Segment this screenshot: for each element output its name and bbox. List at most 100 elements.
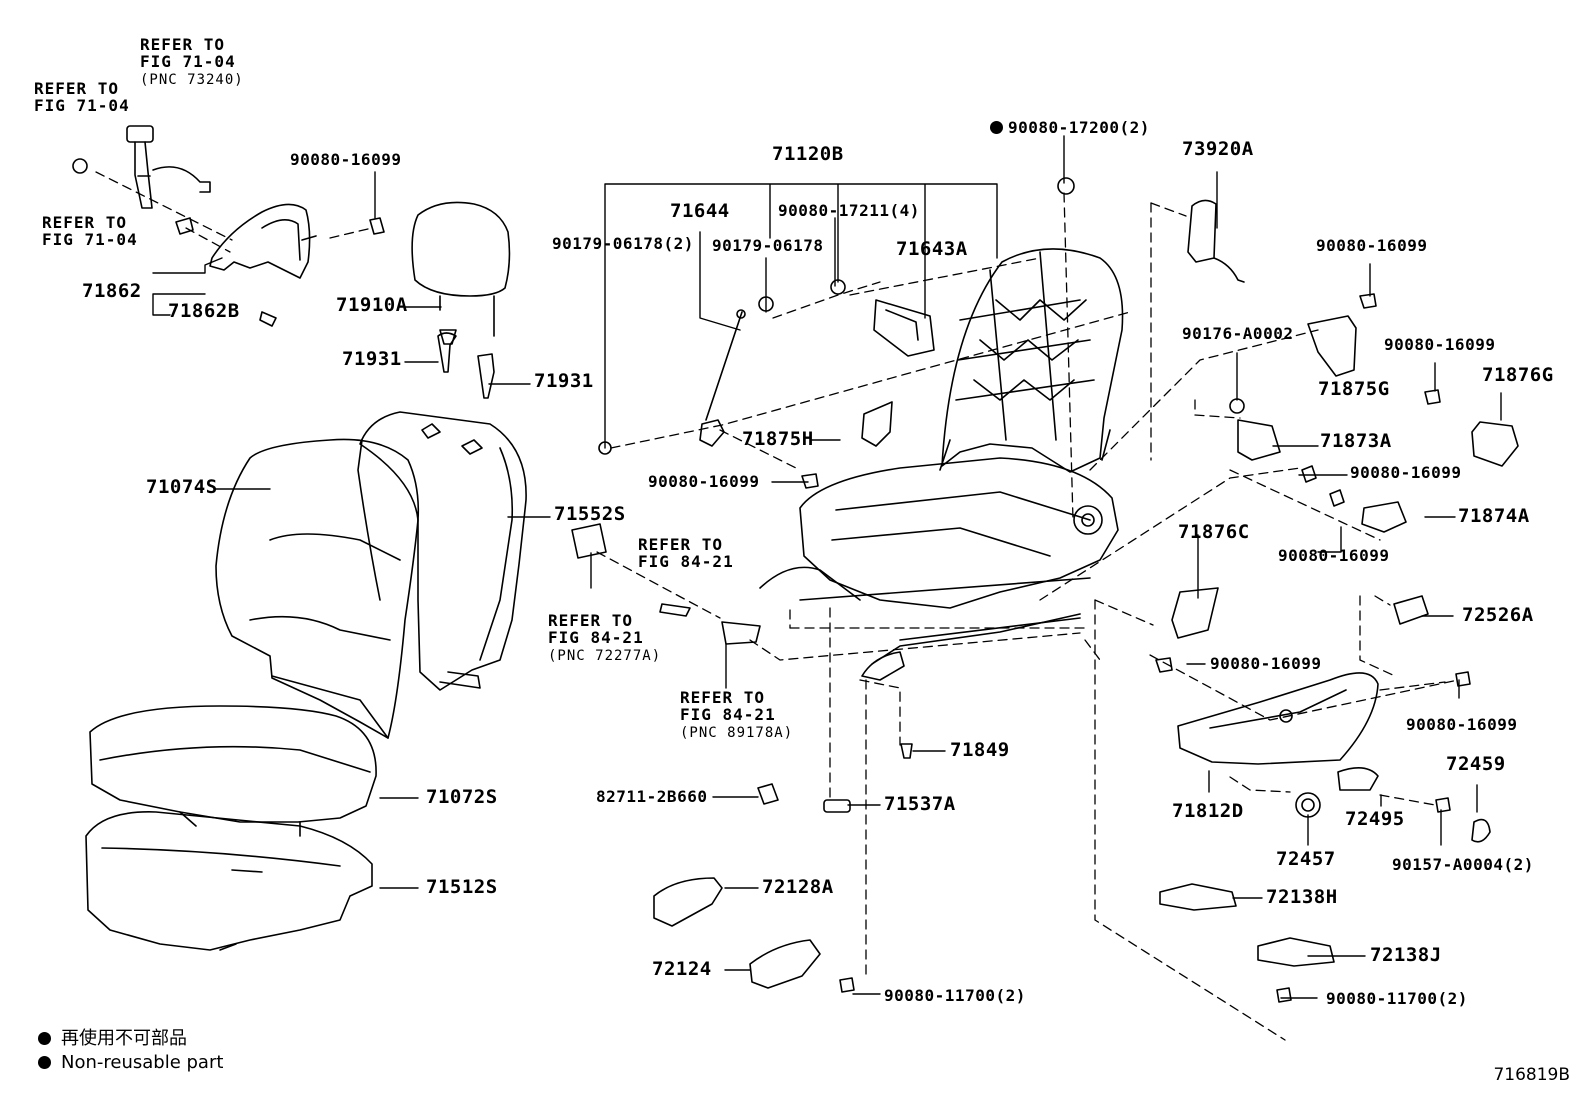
part-label: 72128A	[762, 876, 834, 898]
part-label: 71072S	[426, 786, 498, 808]
figure-code: 716819B	[1493, 1065, 1570, 1085]
part-label: 90080-11700(2)	[884, 986, 1026, 1005]
airbag-part	[1187, 199, 1245, 283]
headrest-part	[411, 201, 511, 399]
cushion-cover-part	[89, 705, 377, 837]
part-label: 90080-11700(2)	[1326, 989, 1468, 1008]
part-label: 72495	[1345, 808, 1405, 830]
part-label: 72138J	[1370, 944, 1442, 966]
ref-line2: FIG 71-04	[140, 52, 236, 71]
cover-72128A	[653, 877, 723, 927]
knob-72457	[1295, 792, 1321, 818]
ref-84-21-top: REFER TO FIG 84-21	[638, 536, 734, 570]
ref-71-04-pnc-73240: REFER TO FIG 71-04 (PNC 73240)	[140, 36, 244, 89]
part-label: 71910A	[336, 294, 408, 316]
part-label: 73920A	[1182, 138, 1254, 160]
part-label: 71875H	[742, 428, 814, 450]
clip-82711-2B660	[757, 783, 779, 805]
knob-72526A	[1393, 595, 1429, 625]
part-label: 90080-16099	[1316, 236, 1428, 255]
part-label-nonreusable: 90080-17200(2)	[990, 120, 1150, 136]
part-label: 71862B	[168, 300, 240, 322]
ref-pnc: (PNC 72277A)	[548, 648, 662, 664]
part-label: 71873A	[1320, 430, 1392, 452]
seatback-cover-part	[215, 438, 420, 739]
seat-frame-part	[759, 248, 1124, 681]
part-label: 71874A	[1458, 505, 1530, 527]
cushion-pad-part	[85, 811, 373, 951]
part-label: 71862	[82, 280, 142, 302]
part-label: 71643A	[896, 238, 968, 260]
part-label: 71931	[534, 370, 594, 392]
part-label: 72526A	[1462, 604, 1534, 626]
dashed-lines	[95, 171, 1459, 1041]
buckle-part	[72, 125, 211, 235]
legend-nonreusable-en: Non-reusable part	[38, 1052, 223, 1073]
ref-84-21-pnc-72277A: REFER TO FIG 84-21 (PNC 72277A)	[548, 612, 661, 665]
bracket-refer-84-21	[571, 523, 761, 645]
legend-text: Non-reusable part	[61, 1052, 224, 1073]
bracket-71876C	[1171, 587, 1219, 639]
part-label: 82711-2B660	[596, 787, 708, 806]
cap-72459	[1471, 818, 1491, 843]
part-label: 71876C	[1178, 521, 1250, 543]
ref-line1: REFER TO	[34, 79, 120, 98]
part-label: 90080-16099	[648, 472, 760, 491]
part-label: 71812D	[1172, 800, 1244, 822]
bolt-71931	[439, 329, 457, 345]
ref-line2: FIG 84-21	[638, 552, 734, 571]
part-label: 90080-16099	[1350, 463, 1462, 482]
side-trim-71812D	[1177, 672, 1379, 765]
ref-line1: REFER TO	[638, 535, 724, 554]
cover-71876G	[1471, 421, 1519, 467]
cover-72124	[749, 939, 821, 989]
cover-71875G	[1307, 315, 1357, 377]
ref-line2: FIG 84-21	[548, 628, 644, 647]
cover-72138H	[1159, 883, 1237, 911]
part-label: 71074S	[146, 476, 218, 498]
part-label: 71876G	[1482, 364, 1554, 386]
part-label: 71512S	[426, 876, 498, 898]
ref-pnc: (PNC 73240)	[140, 72, 244, 88]
ref-line2: FIG 71-04	[34, 96, 130, 115]
part-label: 90179-06178(2)	[552, 234, 694, 253]
lever-72495	[1337, 767, 1379, 791]
ref-line2: FIG 84-21	[680, 705, 776, 724]
part-label: 90080-16099	[290, 150, 402, 169]
ref-71-04-a: REFER TO FIG 71-04	[34, 80, 130, 114]
ref-84-21-pnc-89178A: REFER TO FIG 84-21 (PNC 89178A)	[680, 689, 793, 742]
cover-71875H	[861, 401, 893, 447]
ref-71-04-b: REFER TO FIG 71-04	[42, 214, 138, 248]
seatback-pad-part	[359, 411, 527, 691]
bullet-icon	[38, 1032, 51, 1045]
part-label: 71875G	[1318, 378, 1390, 400]
part-label: 90080-16099	[1384, 335, 1496, 354]
part-label: 72457	[1276, 848, 1336, 870]
ref-line1: REFER TO	[42, 213, 128, 232]
ref-line2: FIG 71-04	[42, 230, 138, 249]
ref-line1: REFER TO	[140, 35, 226, 54]
side-shield-part	[209, 203, 317, 327]
part-label: 90179-06178	[712, 236, 824, 255]
part-label: 71849	[950, 739, 1010, 761]
ref-line1: REFER TO	[548, 611, 634, 630]
bracket-71643A	[873, 299, 935, 357]
part-label: 71552S	[554, 503, 626, 525]
part-label: 72459	[1446, 753, 1506, 775]
cover-71873A	[1237, 419, 1281, 461]
part-label: 90080-16099	[1278, 546, 1390, 565]
part-label: 72138H	[1266, 886, 1338, 908]
fasteners	[369, 177, 1471, 1003]
part-label: 72124	[652, 958, 712, 980]
cable-part	[699, 309, 746, 447]
part-label: 90176-A0002	[1182, 324, 1294, 343]
part-label: 71120B	[772, 143, 844, 165]
pin-71537A	[823, 799, 851, 813]
part-label: 90157-A0004(2)	[1392, 855, 1534, 874]
cover-72138J	[1257, 937, 1335, 967]
cover-71874A	[1361, 501, 1407, 533]
bullet-icon	[38, 1056, 51, 1069]
leader-lines	[152, 135, 1502, 999]
